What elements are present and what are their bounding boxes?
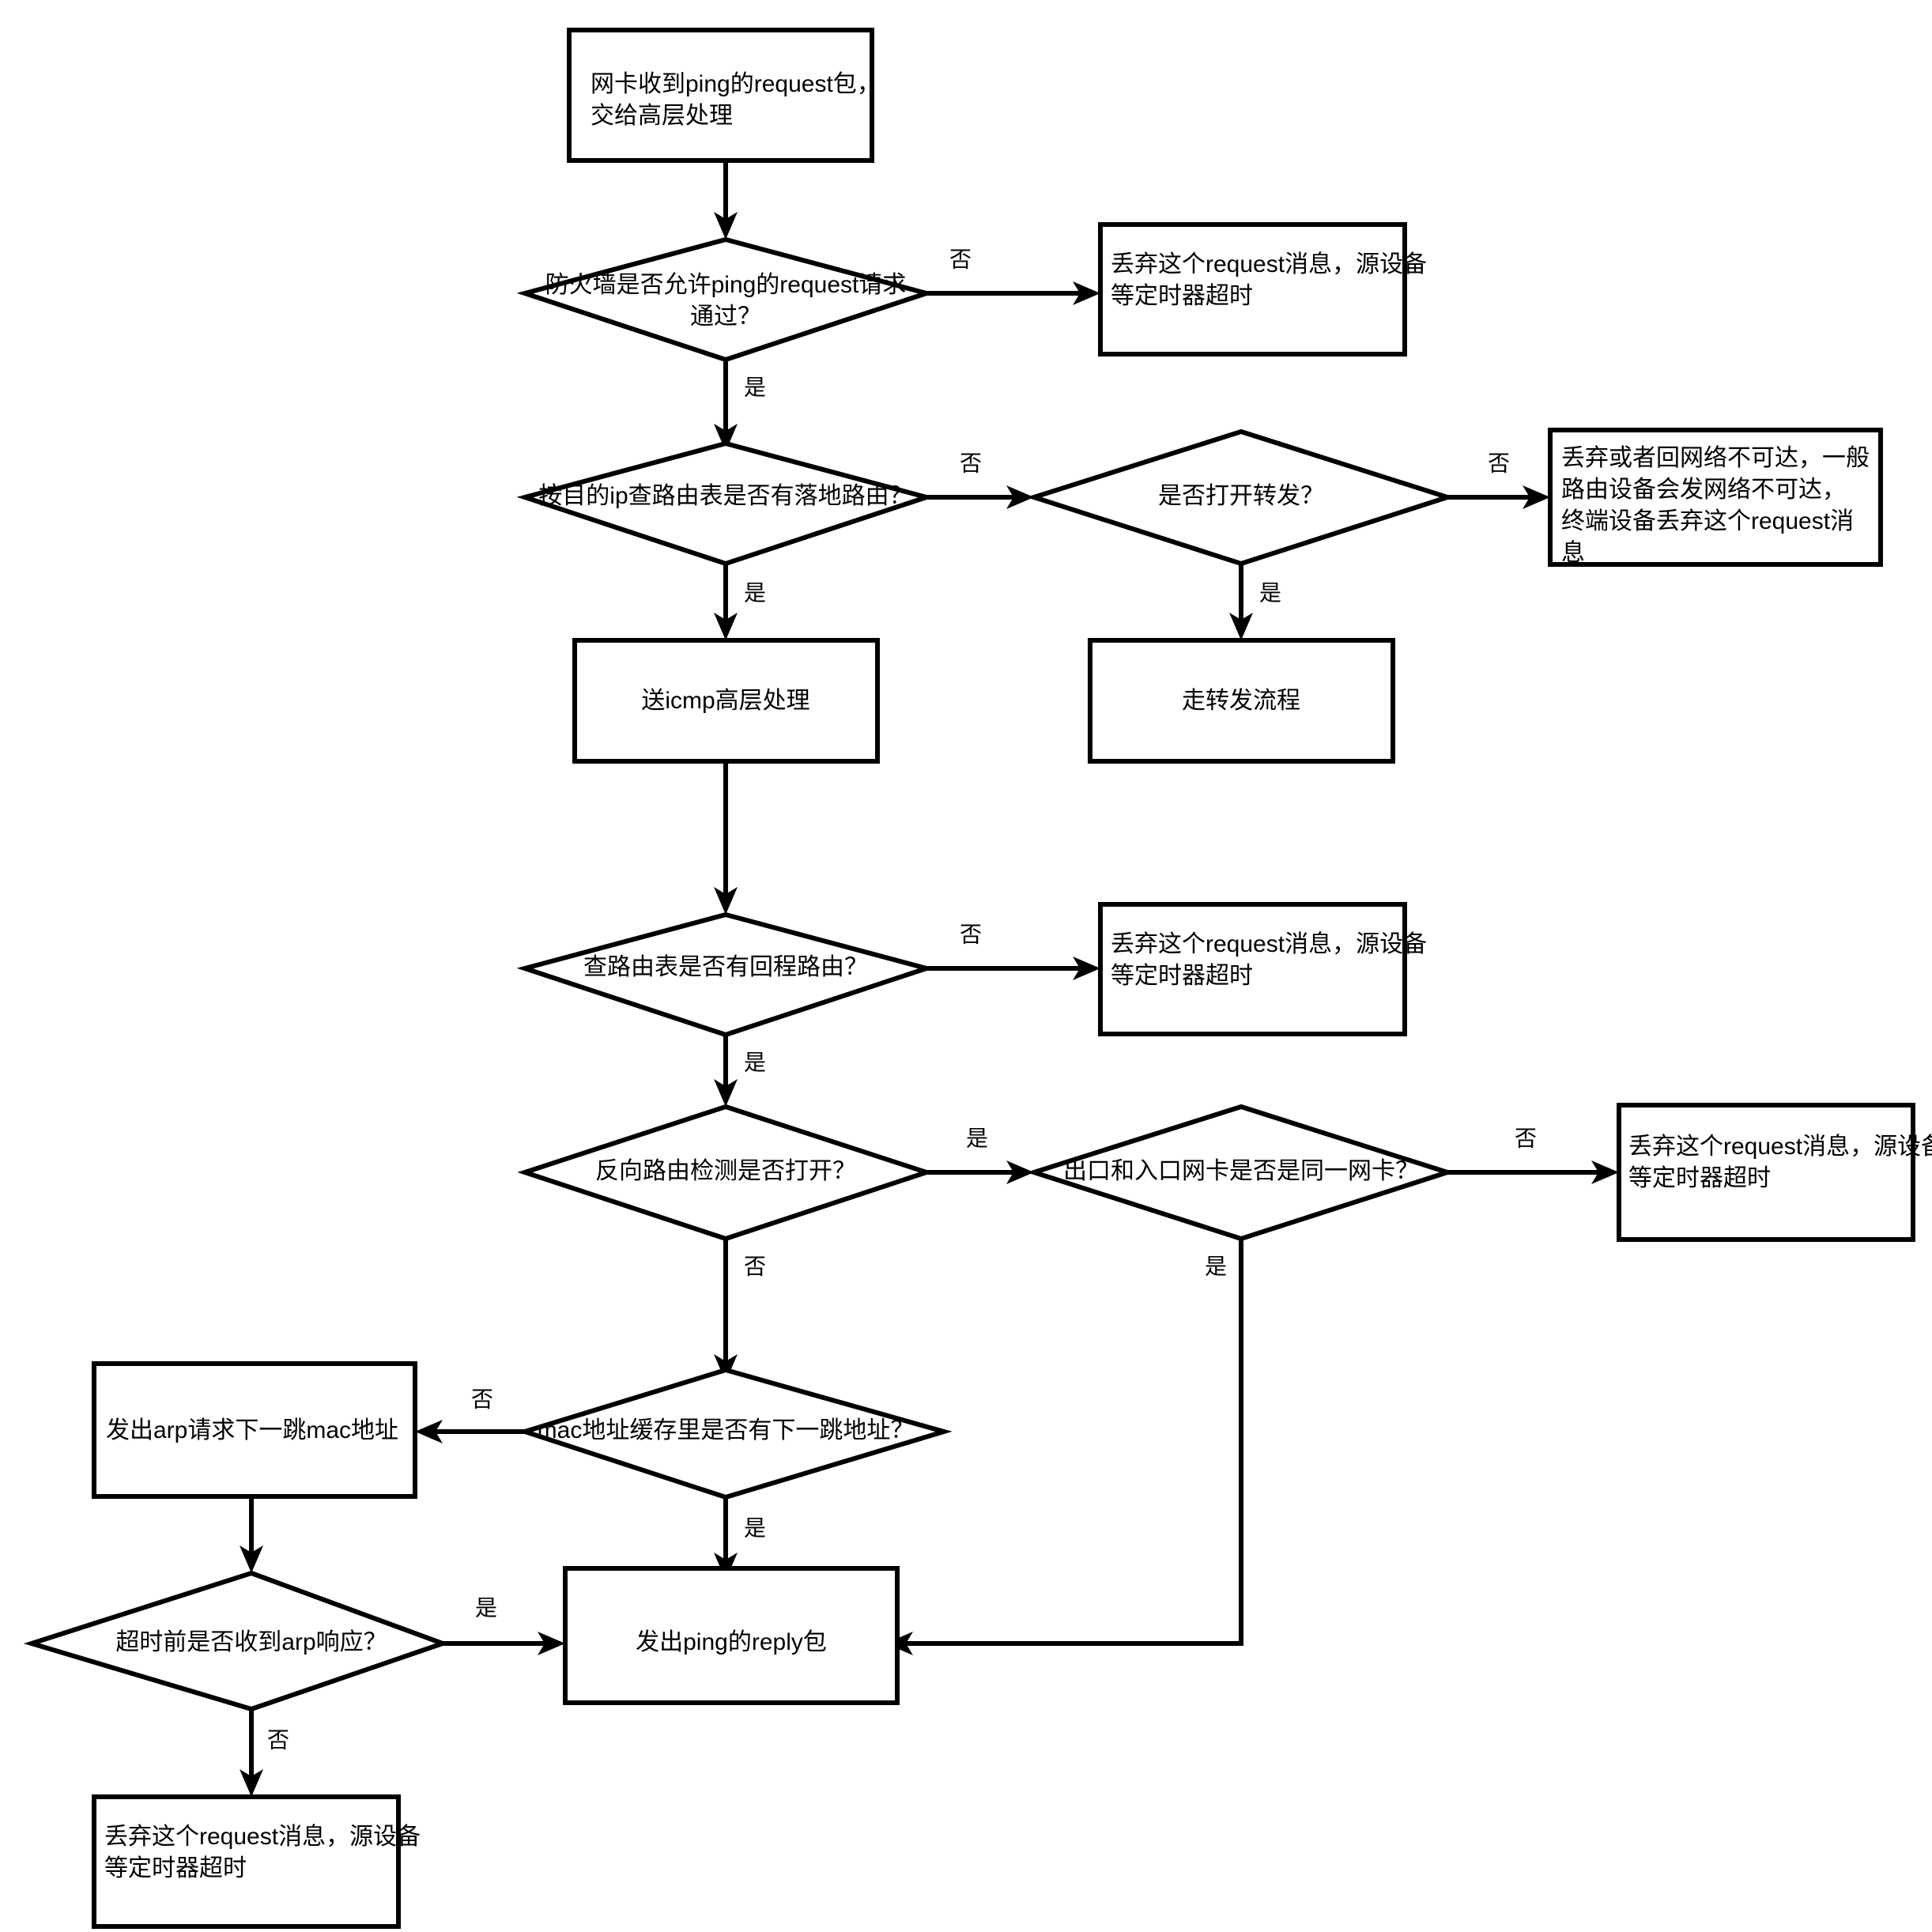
node-discard-arp-timeout[interactable]: 丢弃这个request消息，源设备 等定时器超时 xyxy=(92,1794,421,1929)
node-discard-firewall-line-0: 丢弃这个request消息，源设备 xyxy=(1111,251,1427,277)
node-send-arp-request[interactable]: 发出arp请求下一跳mac地址 xyxy=(92,1361,417,1499)
node-firewall-decision[interactable]: 防火墙是否允许ping的request请求 通过？ xyxy=(516,236,935,363)
edge-arptimeout-no xyxy=(240,1709,263,1797)
edge-forward-no xyxy=(1447,485,1550,509)
edge-label-returnroute-no: 否 xyxy=(960,922,982,946)
node-send-arp-request-line-0: 发出arp请求下一跳mac地址 xyxy=(106,1417,398,1443)
edge-firewall-yes xyxy=(714,360,738,451)
edge-label-rpf-no: 否 xyxy=(744,1254,766,1278)
edge-label-returnroute-yes: 是 xyxy=(744,1050,766,1074)
edge-arprequest-to-arptimeout xyxy=(240,1496,263,1573)
edge-maccache-no xyxy=(415,1420,525,1443)
edge-arptimeout-yes xyxy=(443,1632,565,1655)
node-route-lookup-decision-line-0: 按目的ip查路由表是否有落地路由？ xyxy=(538,483,912,509)
node-forwarding-flow[interactable]: 走转发流程 xyxy=(1088,638,1395,764)
node-icmp-upper-layer[interactable]: 送icmp高层处理 xyxy=(572,638,880,764)
node-arp-timeout-decision[interactable]: 超时前是否收到arp响应？ xyxy=(23,1570,450,1712)
node-discard-arp-timeout-line-1: 等定时器超时 xyxy=(104,1855,247,1881)
node-discard-return-route-line-1: 等定时器超时 xyxy=(1111,963,1253,989)
node-network-unreachable-line-0: 丢弃或者回网络不可达，一般 xyxy=(1561,445,1870,471)
node-mac-cache-decision[interactable]: mac地址缓存里是否有下一跳地址？ xyxy=(517,1367,953,1500)
edge-label-maccache-no: 否 xyxy=(471,1387,493,1411)
node-send-ping-reply-line-0: 发出ping的reply包 xyxy=(636,1629,827,1655)
edge-label-forward-yes: 是 xyxy=(1259,580,1281,605)
edge-label-firewall-no: 否 xyxy=(949,247,972,271)
node-receive-ping-request-line-0: 网卡收到ping的request包， xyxy=(591,71,881,97)
node-discard-firewall-line-1: 等定时器超时 xyxy=(1111,283,1253,309)
node-icmp-upper-layer-line-0: 送icmp高层处理 xyxy=(641,688,809,714)
edge-label-forward-no: 否 xyxy=(1488,451,1510,475)
edge-route-no xyxy=(926,485,1034,509)
edge-label-arptimeout-yes: 是 xyxy=(475,1595,497,1620)
edge-rpf-yes xyxy=(926,1160,1034,1184)
edge-returnroute-yes xyxy=(714,1035,738,1107)
edge-label-samenic-yes: 是 xyxy=(1205,1254,1227,1278)
node-return-route-decision-line-0: 查路由表是否有回程路由？ xyxy=(583,954,868,980)
node-same-nic-decision-line-0: 出口和入口网卡是否是同一网卡？ xyxy=(1063,1158,1419,1184)
node-send-ping-reply[interactable]: 发出ping的reply包 xyxy=(563,1566,900,1705)
node-network-unreachable[interactable]: 丢弃或者回网络不可达，一般 路由设备会发网络不可达， 终端设备丢弃这个reque… xyxy=(1548,428,1883,567)
node-firewall-decision-line-0: 防火墙是否允许ping的request请求 xyxy=(545,272,907,298)
node-discard-firewall[interactable]: 丢弃这个request消息，源设备 等定时器超时 xyxy=(1098,222,1427,357)
edge-label-maccache-yes: 是 xyxy=(744,1515,766,1540)
node-firewall-decision-line-1: 通过？ xyxy=(690,304,761,330)
node-discard-rpf[interactable]: 丢弃这个request消息，源设备 等定时器超时 xyxy=(1617,1103,1932,1242)
node-discard-arp-timeout-line-0: 丢弃这个request消息，源设备 xyxy=(104,1824,421,1850)
edge-forward-yes xyxy=(1229,564,1253,640)
node-network-unreachable-line-2: 终端设备丢弃这个request消 xyxy=(1561,508,1854,534)
edge-label-arptimeout-no: 否 xyxy=(267,1727,289,1752)
edge-receive-to-firewall xyxy=(714,160,738,240)
edge-rpf-no xyxy=(714,1239,738,1382)
node-discard-return-route[interactable]: 丢弃这个request消息，源设备 等定时器超时 xyxy=(1098,902,1427,1036)
edge-samenic-yes xyxy=(885,1239,1243,1655)
node-receive-ping-request[interactable]: 网卡收到ping的request包， 交给高层处理 xyxy=(567,28,881,163)
node-return-route-decision[interactable]: 查路由表是否有回程路由？ xyxy=(516,911,935,1038)
edge-returnroute-no xyxy=(926,957,1100,980)
node-rpf-decision-line-0: 反向路由检测是否打开？ xyxy=(595,1158,856,1184)
edge-label-rpf-yes: 是 xyxy=(966,1126,988,1150)
edge-label-firewall-yes: 是 xyxy=(744,375,766,399)
edge-samenic-no xyxy=(1447,1160,1619,1184)
node-forwarding-enabled-decision-line-0: 是否打开转发？ xyxy=(1158,483,1324,509)
edge-label-route-yes: 是 xyxy=(744,580,766,605)
node-forwarding-flow-line-0: 走转发流程 xyxy=(1182,688,1300,714)
node-discard-rpf-line-0: 丢弃这个request消息，源设备 xyxy=(1628,1134,1932,1160)
node-network-unreachable-line-1: 路由设备会发网络不可达， xyxy=(1561,477,1846,503)
node-discard-return-route-line-0: 丢弃这个request消息，源设备 xyxy=(1111,931,1427,957)
edge-label-route-no: 否 xyxy=(960,451,982,475)
node-receive-ping-request-line-1: 交给高层处理 xyxy=(591,103,733,129)
node-route-lookup-decision[interactable]: 按目的ip查路由表是否有落地路由？ xyxy=(516,440,935,567)
edge-route-yes xyxy=(714,564,738,640)
node-arp-timeout-decision-line-0: 超时前是否收到arp响应？ xyxy=(115,1629,387,1655)
node-discard-rpf-line-1: 等定时器超时 xyxy=(1628,1165,1771,1191)
node-network-unreachable-line-3: 息 xyxy=(1561,540,1585,566)
edge-firewall-no xyxy=(926,281,1100,305)
edge-label-samenic-no: 否 xyxy=(1515,1126,1537,1150)
edge-icmp-to-returnroute xyxy=(714,761,738,915)
node-forwarding-enabled-decision[interactable]: 是否打开转发？ xyxy=(1026,428,1455,567)
node-same-nic-decision[interactable]: 出口和入口网卡是否是同一网卡？ xyxy=(1026,1104,1455,1242)
node-rpf-decision[interactable]: 反向路由检测是否打开？ xyxy=(517,1104,934,1242)
node-mac-cache-decision-line-0: mac地址缓存里是否有下一跳地址？ xyxy=(538,1417,915,1443)
